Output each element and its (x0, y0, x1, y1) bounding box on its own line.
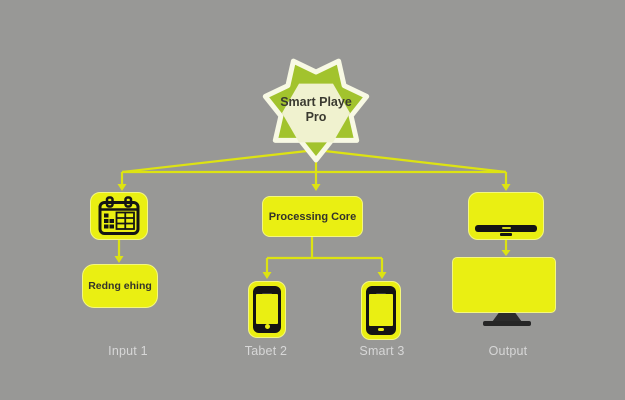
phone-home-button (378, 328, 384, 331)
input-node (90, 192, 148, 240)
badge-title-line1: Smart Playe (280, 95, 352, 109)
caption-smart-3: Smart 3 (359, 344, 405, 358)
badge-title: Smart Playe Pro (264, 95, 368, 125)
monitor-stand-neck (492, 313, 522, 322)
reading-box-label: Redng ehing (88, 280, 152, 292)
badge-title-line2: Pro (305, 110, 327, 124)
star-inner-hexagon (282, 83, 350, 143)
processing-box: Processing Core (262, 196, 363, 237)
smart-node (361, 281, 401, 340)
monitor-icon (452, 257, 556, 313)
tablet-node (248, 281, 286, 338)
tv-node (468, 192, 544, 240)
monitor-stand-base (483, 321, 531, 326)
tv-stand-notch (500, 233, 512, 236)
smartphone-icon (249, 282, 285, 337)
processing-box-label: Processing Core (268, 210, 357, 223)
connector-processing-split (265, 237, 384, 272)
caption-output: Output (488, 344, 528, 358)
phone-home-button (264, 324, 270, 329)
tv-icon (469, 193, 543, 239)
tv-bar-dash (501, 227, 511, 229)
caption-input-1: Input 1 (108, 344, 148, 358)
reading-box: Redng ehing (82, 264, 158, 308)
smartphone-icon (362, 282, 400, 339)
star-badge-icon (262, 58, 370, 163)
caption-tabet-2: Tabet 2 (244, 344, 288, 358)
calendar-icon (98, 196, 140, 235)
phone-screen (369, 294, 393, 326)
phone-screen (256, 294, 278, 324)
tv-bottom-bar (475, 225, 537, 232)
